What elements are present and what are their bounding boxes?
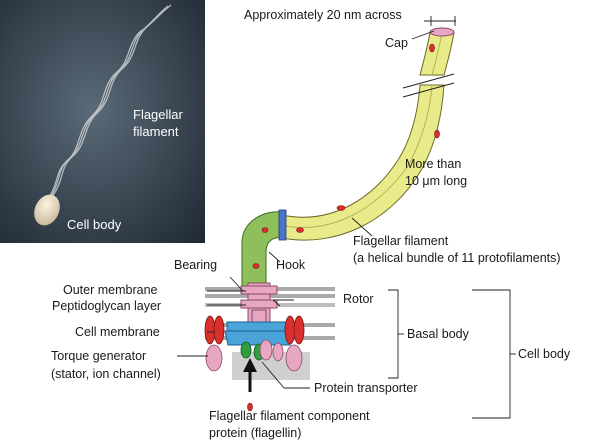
- hook: [241, 209, 287, 288]
- component-label-2: protein (flagellin): [209, 426, 301, 440]
- filament-label-2: (a helical bundle of 11 protofilaments): [353, 251, 561, 265]
- bearing-ring-inner: [240, 299, 278, 309]
- torque-generator-left-1: [204, 315, 216, 345]
- export-arrow: [243, 358, 257, 412]
- cell-body-photo: [34, 194, 60, 226]
- filament-label-1: Flagellar filament: [353, 234, 449, 248]
- bearing-ring-outer: [240, 285, 278, 295]
- width-note-label: Approximately 20 nm across: [244, 8, 402, 22]
- torque-label-1: Torque generator: [51, 349, 146, 363]
- torque-label-2: (stator, ion channel): [51, 367, 161, 381]
- basal-body: [204, 282, 305, 372]
- flagellar-filament: [281, 27, 455, 241]
- rotor-label: Rotor: [343, 292, 374, 306]
- basal-body-label: Basal body: [407, 327, 470, 341]
- component-label-1: Flagellar filament component: [209, 409, 370, 423]
- flagellar-filament-photo: [47, 4, 172, 200]
- photo-filament-label-1: Flagellar: [133, 107, 184, 122]
- length-label-2: 10 μm long: [405, 174, 467, 188]
- torque-generator-right-1: [284, 315, 296, 345]
- cell-membrane-label: Cell membrane: [75, 325, 160, 339]
- transporter-label: Protein transporter: [314, 381, 418, 395]
- hook-filament-junction: [278, 209, 287, 241]
- leader-lines: [177, 16, 516, 419]
- photo-filament-label-2: filament: [133, 124, 179, 139]
- rotor-ring-top: [226, 321, 292, 332]
- cap-shape: [429, 27, 455, 37]
- protein-transporter-left: [240, 341, 252, 359]
- length-label-1: More than: [405, 157, 461, 171]
- bearing-label: Bearing: [174, 258, 217, 272]
- photo-cell-body-label: Cell body: [67, 217, 122, 232]
- labels: Approximately 20 nm across Cap More than…: [51, 8, 571, 440]
- rotor-ring-bottom: [224, 330, 294, 346]
- outer-membrane-label: Outer membrane: [63, 283, 158, 297]
- cell-body-label: Cell body: [518, 347, 571, 361]
- flagellin-molecule: [247, 402, 253, 412]
- cap-label: Cap: [385, 36, 408, 50]
- micrograph-photo: Flagellar filament Cell body: [0, 0, 205, 243]
- peptidoglycan-label: Peptidoglycan layer: [52, 299, 161, 313]
- hook-label: Hook: [276, 258, 306, 272]
